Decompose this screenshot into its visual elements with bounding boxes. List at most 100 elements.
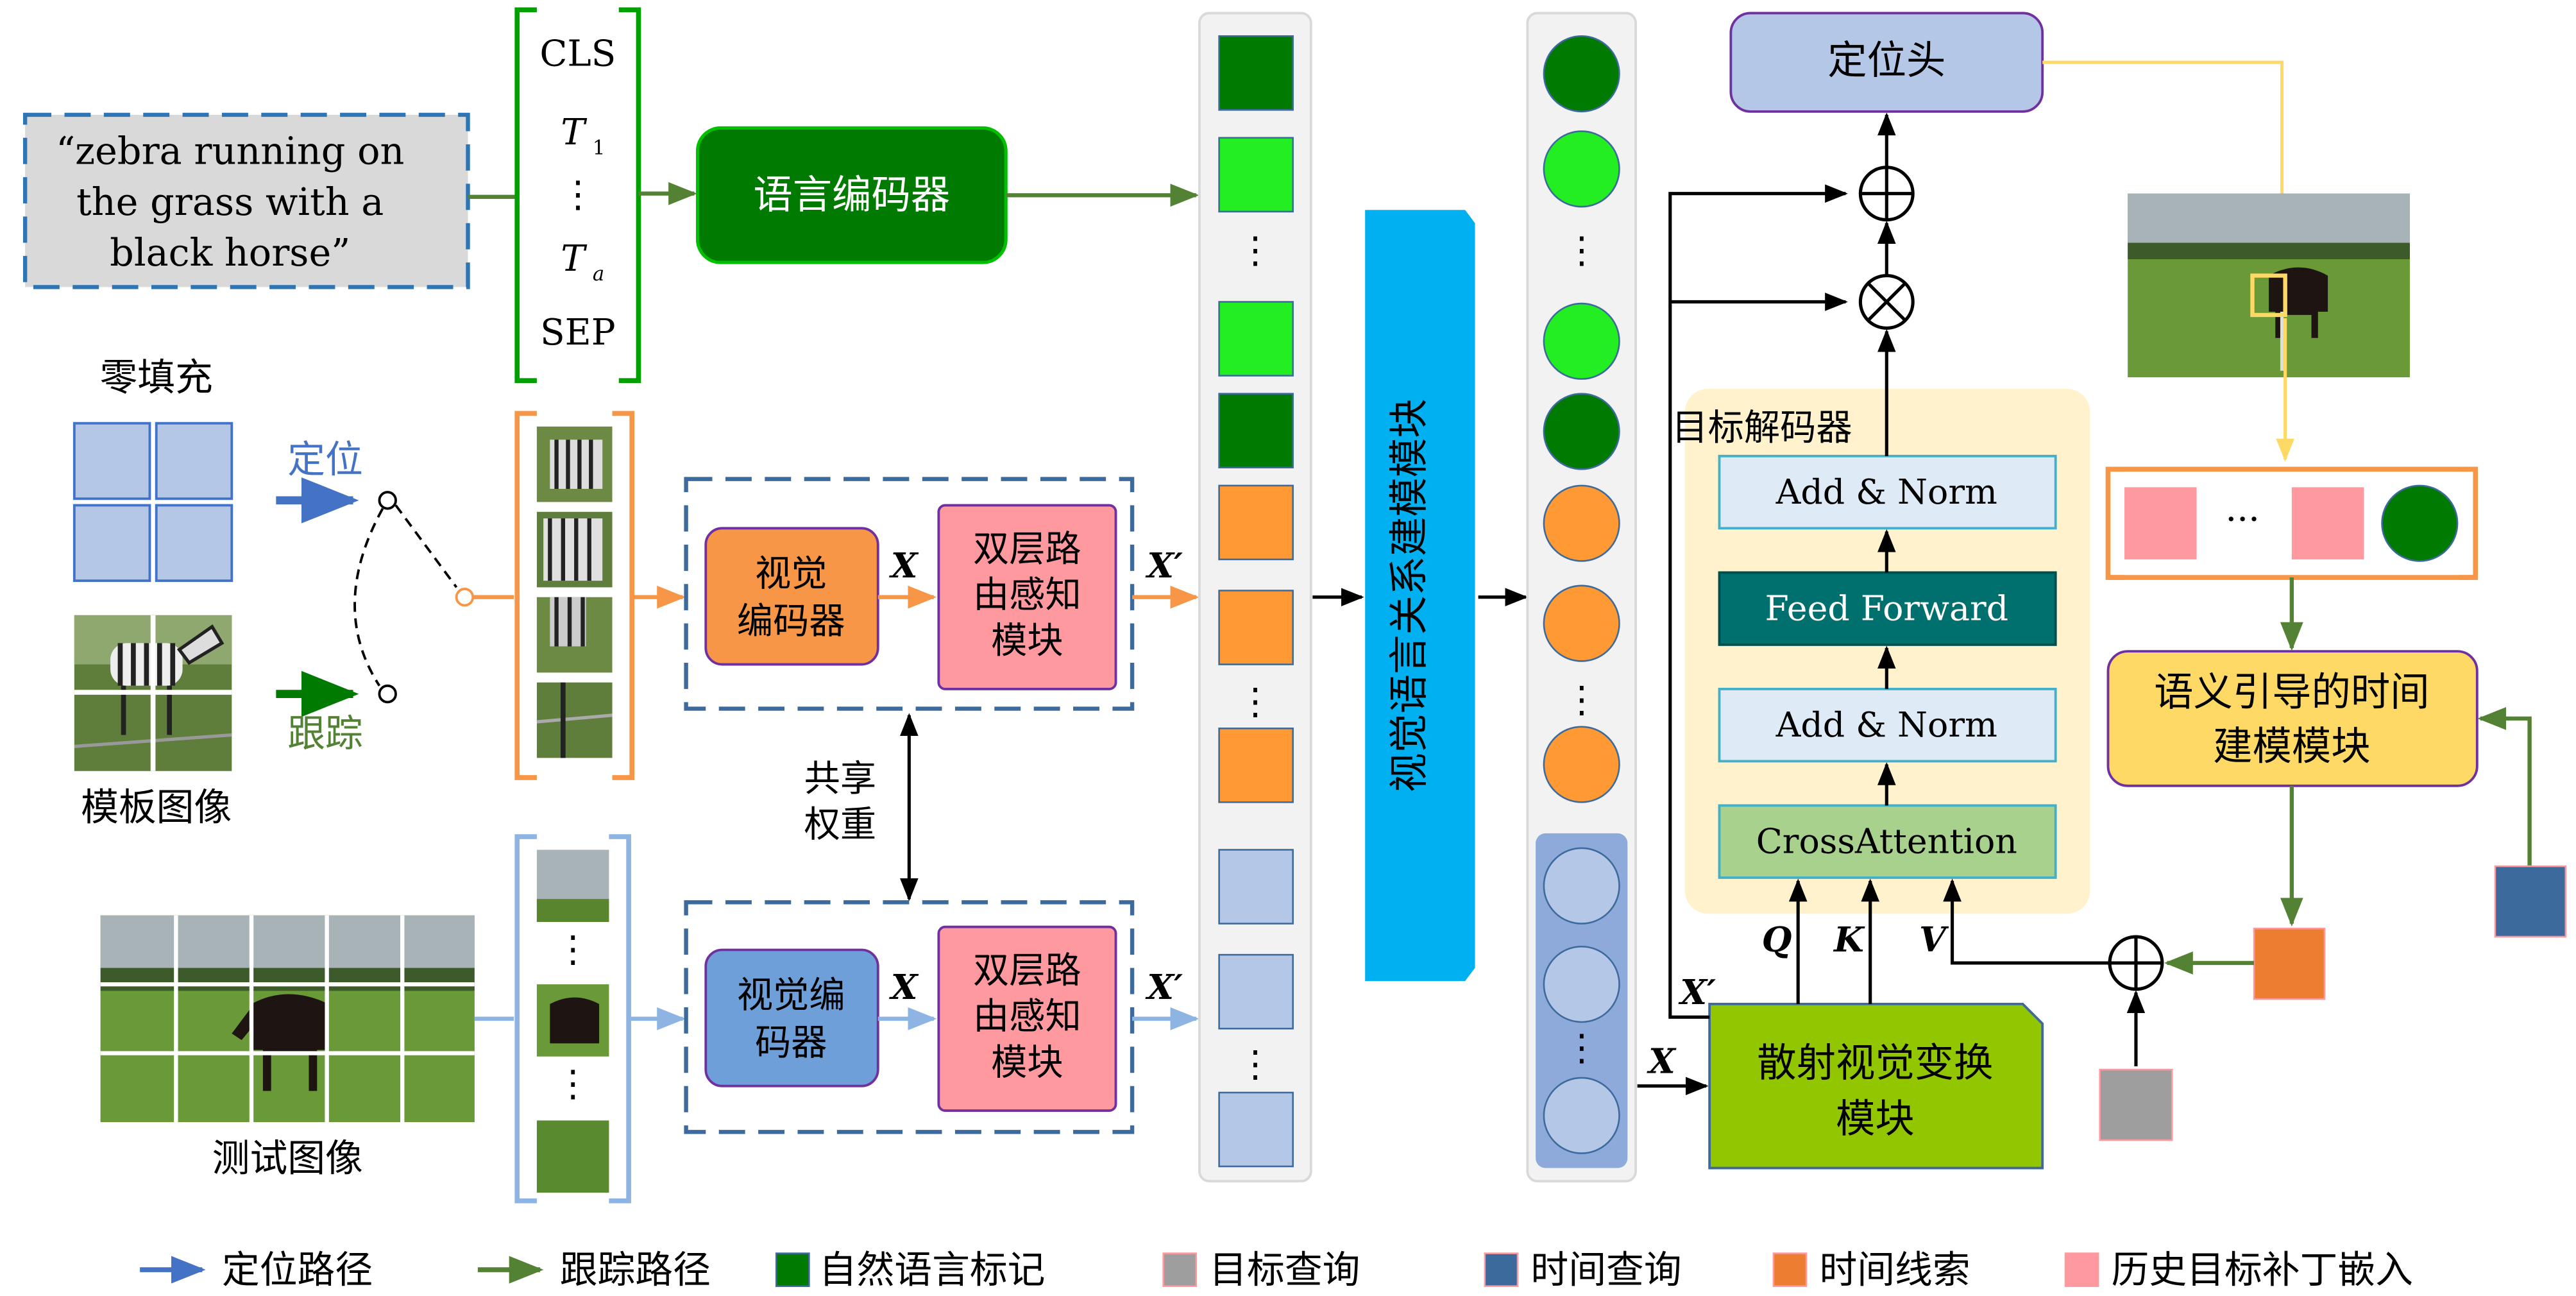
feed-forward-block: Feed Forward [1718,571,2057,646]
template-backbone-box [684,477,1135,711]
v-label: V [1919,919,1949,960]
x-prime-label-skip: X′ [1678,972,1716,1012]
legend-item-target-query: 目标查询 [1162,1248,1360,1292]
output-token-column: ⋮ ⋮ ⋮ [1526,12,1637,1182]
target-query-square [2099,1068,2173,1141]
scatter-module-line2: 模块 [1836,1096,1915,1141]
token-column-vdots3: ⋮ [1237,1043,1273,1085]
visual-encoder-bottom-line1: 视觉编 [737,975,845,1016]
legend-label-1: 定位路径 [222,1248,373,1292]
legend-label-7: 历史目标补丁嵌入 [2112,1248,2413,1292]
x-label-top: X [889,545,919,586]
scatter-module-line1: 散射视觉变换 [1757,1040,1993,1086]
add-op [1858,166,1915,222]
dual-router-top-line3: 模块 [991,620,1063,662]
legend-item-time-query: 时间查询 [1484,1248,1682,1292]
language-encoder: 语言编码器 [695,126,1008,264]
token-column-vdots1: ⋮ [1237,230,1273,271]
legend-item-localize-path: 定位路径 [140,1248,373,1292]
shared-weights-line1: 共享 [804,758,877,799]
token-bracket: CLS T 1 ⋮ T a SEP [514,7,641,384]
cross-attention-label: CrossAttention [1756,821,2017,862]
multiply-op [1858,274,1915,330]
vision-language-module-label: 视觉语言关系建模模块 [1387,398,1432,792]
legend-label-2: 跟踪路径 [560,1248,711,1292]
output-column-vdots3: ⋮ [1564,1027,1600,1069]
text-input-line3: black horse” [110,230,350,275]
test-patch-vdots1: ⋮ [555,928,591,970]
temporal-module-line1: 语义引导的时间 [2154,669,2430,715]
template-image [74,615,232,771]
skip-to-plus-arrow [1668,184,1848,1019]
legend-item-track-path: 跟踪路径 [477,1248,711,1292]
add-norm-upper-label: Add & Norm [1775,472,1997,512]
track-label: 跟踪 [287,711,363,755]
dual-router-bottom-line2: 由感知 [973,996,1081,1037]
x-prime-label-top: X′ [1145,545,1183,586]
x-prime-label-bottom: X′ [1145,967,1183,1007]
dual-router-top-line2: 由感知 [973,574,1081,616]
legend: 定位路径 跟踪路径 自然语言标记 目标查询 时间查询 时间线索 历史目标补丁嵌入 [140,1248,2413,1292]
zero-padding-label: 零填充 [99,355,212,400]
legend-label-6: 时间线索 [1819,1248,1970,1292]
result-image [2128,193,2410,378]
history-hdots: ··· [2225,499,2260,540]
text-input-line1: “zebra running on [56,129,404,173]
zero-padding-grid [72,422,233,583]
visual-encoder-top-line1: 视觉 [755,553,827,595]
path-switch [353,491,475,704]
legend-label-4: 目标查询 [1209,1248,1360,1292]
visual-encoder-top: 视觉 编码器 [704,527,879,666]
dual-router-bottom-line1: 双层路 [973,950,1081,992]
text-input-box: “zebra running on the grass with a black… [22,112,470,289]
token-t1: T [561,112,587,153]
template-image-label: 模板图像 [81,785,232,829]
time-cue-square [2253,927,2326,1000]
dual-router-top: 双层路 由感知 模块 [937,504,1117,690]
input-token-column: ⋮ ⋮ ⋮ [1198,12,1312,1182]
template-patch-bracket [514,411,635,780]
vision-language-module: 视觉语言关系建模模块 [1365,210,1475,982]
dual-router-bottom: 双层路 由感知 模块 [937,925,1117,1112]
time-query-square [2494,865,2567,938]
history-bracket: ··· [2105,466,2479,580]
add-norm-lower-label: Add & Norm [1775,704,1997,745]
x-label-scatter: X [1647,1041,1677,1081]
legend-label-3: 自然语言标记 [819,1248,1046,1292]
test-patch-vdots2: ⋮ [555,1063,591,1105]
token-ta-sub: a [593,263,604,286]
result-bbox [2250,273,2287,318]
localization-head-label: 定位头 [1827,38,1945,83]
token-cls: CLS [539,33,616,74]
target-decoder-label: 目标解码器 [1672,407,1852,448]
token-ta: T [561,238,587,280]
legend-item-history-patch: 历史目标补丁嵌入 [2064,1248,2413,1292]
localization-head: 定位头 [1729,12,2044,113]
legend-item-language-token: 自然语言标记 [775,1248,1046,1292]
localize-label: 定位 [287,437,363,481]
test-image-label: 测试图像 [212,1136,363,1181]
token-vdots: ⋮ [560,174,596,216]
dual-router-bottom-line3: 模块 [991,1042,1063,1084]
visual-encoder-bottom: 视觉编 码器 [704,948,879,1087]
shared-weights-line2: 权重 [804,804,877,846]
legend-label-5: 时间查询 [1530,1248,1681,1292]
token-sep: SEP [540,312,615,354]
feed-forward-label: Feed Forward [1765,588,2008,629]
visual-encoder-top-line2: 编码器 [737,601,845,642]
q-label: Q [1762,919,1792,960]
test-image [100,915,475,1122]
temporal-module-line2: 建模模块 [2213,724,2370,769]
x-label-bottom: X [889,967,919,1007]
text-input-line2: the grass with a [76,180,384,224]
add-norm-lower: Add & Norm [1718,688,2057,763]
dual-router-top-line1: 双层路 [973,528,1081,570]
legend-item-time-cue: 时间线索 [1772,1248,1970,1292]
k-label: K [1833,919,1865,960]
output-column-vdots2: ⋮ [1564,679,1600,721]
token-t1-sub: 1 [593,137,606,159]
language-encoder-label: 语言编码器 [753,173,950,218]
cross-attention-block: CrossAttention [1718,804,2057,879]
add-norm-upper: Add & Norm [1718,454,2057,530]
